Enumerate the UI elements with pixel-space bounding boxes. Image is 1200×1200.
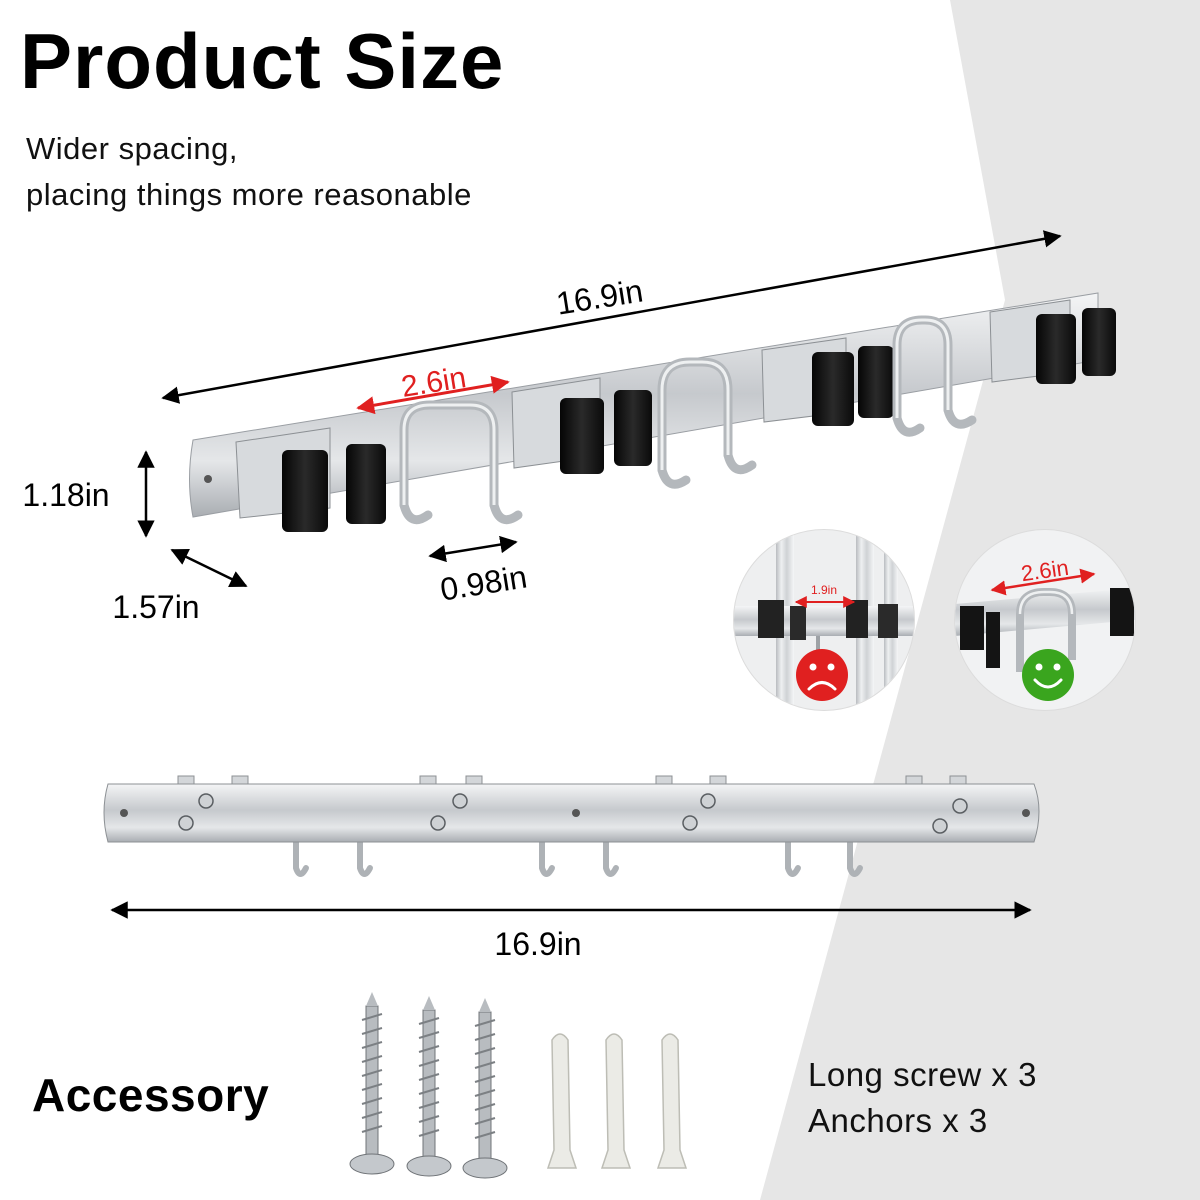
happy-face-icon [1022,649,1074,701]
depth-label: 1.57in [112,589,199,625]
anchor-icon [656,1033,688,1169]
long-screw-icon [406,996,452,1177]
accessory-item: Long screw x 3 [808,1056,1037,1093]
page-title: Product Size [20,17,505,105]
spacing-dimension-line [356,375,510,415]
good-spacing-comparison: 2.6in [954,529,1136,711]
anchor-icon [600,1033,632,1169]
depth-dimension-line [170,548,248,588]
mount-hole [204,475,212,483]
clip-unit [511,377,652,474]
good-spacing-line [990,568,1096,596]
accessory-list: Long screw x 3 Anchors x 3 [808,1052,1037,1144]
clip-unit [235,427,386,532]
long-screw-icon [462,998,508,1179]
length-dimension-line [161,230,1062,404]
subtitle-line: Wider spacing, [26,131,239,166]
accessory-item: Anchors x 3 [808,1102,988,1139]
subtitle-line: placing things more reasonable [26,177,472,212]
anchor-icon [546,1033,578,1169]
subtitle: Wider spacing, placing things more reaso… [26,126,472,218]
sad-face-icon [796,649,848,701]
clip-unit [761,337,894,426]
hook-gap-dimension-line [428,535,518,563]
bad-spacing-label: 1.9in [811,583,837,597]
bottom-rack-back-view [103,775,1040,877]
long-screw-icon [349,992,395,1175]
height-label: 1.18in [22,477,109,513]
bad-spacing-comparison: 1.9in [733,529,915,711]
clip-unit [989,299,1116,384]
accessory-title: Accessory [32,1069,270,1121]
hook-gap-label: 0.98in [438,558,530,607]
bottom-length-label: 16.9in [494,926,581,962]
